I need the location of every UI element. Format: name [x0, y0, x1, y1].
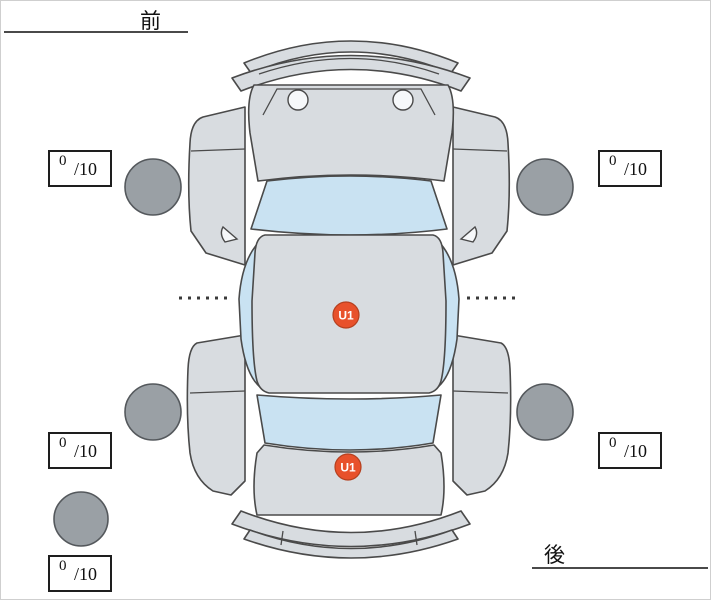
- right-rear-panel-seam: [452, 390, 509, 394]
- damage-marker-label: U1: [340, 460, 356, 474]
- damage-marker-roof: U1: [332, 301, 360, 329]
- left-rear-quarter-door-panel: [186, 334, 246, 496]
- right-front-panel-seam: [452, 148, 508, 152]
- front-bumper-detail-line: [258, 57, 440, 75]
- score-box-spare: 0 /10: [48, 555, 112, 592]
- front-label: 前: [140, 10, 161, 33]
- left-front-panel-seam: [190, 148, 246, 152]
- score-numerator: 0: [609, 435, 617, 451]
- spare-tire: [53, 491, 109, 547]
- rear-divider-line: [532, 567, 708, 569]
- rear-bumper-lower-strip: [243, 529, 459, 559]
- left-side-mirror: [220, 225, 239, 243]
- score-denominator: /10: [624, 159, 648, 179]
- score-numerator: 0: [59, 435, 67, 451]
- rear-bumper-tick-right: [414, 530, 418, 546]
- score-denominator: /10: [74, 159, 98, 179]
- damage-marker-circle: [332, 301, 360, 329]
- score-box-front-right: 0 /10: [598, 150, 662, 187]
- front-right-tire: [516, 158, 574, 216]
- right-front-fender-door-panel: [452, 106, 511, 266]
- score-denominator: /10: [624, 441, 648, 461]
- right-headlight-icon: [392, 89, 414, 111]
- right-rear-quarter-door-panel: [452, 334, 512, 496]
- front-divider-line: [4, 31, 188, 33]
- score-box-front-left: 0 /10: [48, 150, 112, 187]
- score-numerator: 0: [59, 153, 67, 169]
- score-denominator: /10: [74, 441, 98, 461]
- score-numerator: 0: [609, 153, 617, 169]
- left-rear-panel-seam: [189, 390, 246, 394]
- score-box-rear-left: 0 /10: [48, 432, 112, 469]
- damage-marker-trunk: U1: [334, 453, 362, 481]
- hood: [247, 84, 455, 182]
- front-bumper-upper-strip: [243, 40, 459, 74]
- rear-label: 後: [544, 544, 565, 567]
- rear-window-glass: [256, 394, 442, 451]
- rear-bumper-tick-left: [280, 530, 284, 546]
- rear-right-tire: [516, 383, 574, 441]
- front-left-tire: [124, 158, 182, 216]
- windshield-glass: [250, 175, 448, 236]
- rear-bumper: [231, 510, 471, 548]
- damage-marker-circle: [334, 453, 362, 481]
- right-side-mirror: [459, 225, 478, 243]
- left-headlight-icon: [287, 89, 309, 111]
- damage-marker-label: U1: [338, 308, 354, 322]
- score-box-rear-right: 0 /10: [598, 432, 662, 469]
- score-denominator: /10: [74, 564, 98, 584]
- left-front-fender-door-panel: [187, 106, 246, 266]
- hood-detail-line: [262, 88, 436, 116]
- score-numerator: 0: [59, 558, 67, 574]
- rear-left-tire: [124, 383, 182, 441]
